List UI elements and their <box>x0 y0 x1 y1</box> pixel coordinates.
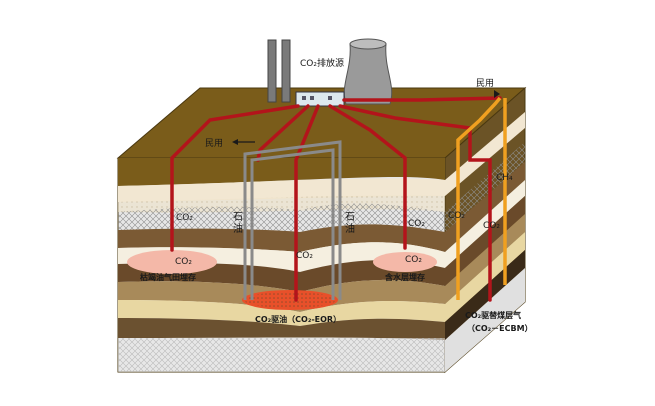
co2-pipelines <box>170 96 502 302</box>
oil-label-char: 石 <box>345 212 355 223</box>
label-civil-use-left: 民用 <box>205 138 223 149</box>
label-depleted-storage: 枯竭油气田埋存 <box>140 272 196 282</box>
label-co2-a: CO₂ <box>176 213 193 223</box>
oil-label-char: 油 <box>345 222 355 235</box>
front-layers <box>118 158 445 372</box>
label-co2-d: CO₂ <box>408 219 425 229</box>
label-co2-e: CO₂ <box>405 255 422 265</box>
label-ch4: CH₄ <box>496 173 513 183</box>
oil-label-char: 油 <box>233 222 243 235</box>
label-oil-left: 石油 <box>233 212 243 235</box>
emission-source-plant <box>267 38 393 107</box>
label-co2-f: CO₂ <box>483 221 500 231</box>
depleted-field-storage-zone <box>127 250 217 274</box>
label-ecbm-abbr: （CO₂－ECBM） <box>467 323 533 333</box>
label-oil-right: 石油 <box>345 212 355 235</box>
label-co2-g: CO₂ <box>448 211 465 221</box>
oil-pipelines <box>243 140 342 300</box>
aquifer-storage-zone <box>373 252 437 272</box>
label-aquifer-storage: 含水层埋存 <box>385 272 425 282</box>
ch4-pipeline <box>456 96 507 300</box>
flow-arrows <box>232 90 500 145</box>
label-ecbm: CO₂驱替煤层气 <box>465 310 521 320</box>
oil-label-char: 石 <box>233 212 243 223</box>
label-emission-source: CO₂排放源 <box>300 57 344 69</box>
label-co2-b: CO₂ <box>175 257 192 267</box>
label-civil-use-top: 民用 <box>476 78 494 89</box>
label-eor: CO₂驱油（CO₂-EOR） <box>255 314 341 324</box>
label-co2-c: CO₂ <box>296 251 313 261</box>
